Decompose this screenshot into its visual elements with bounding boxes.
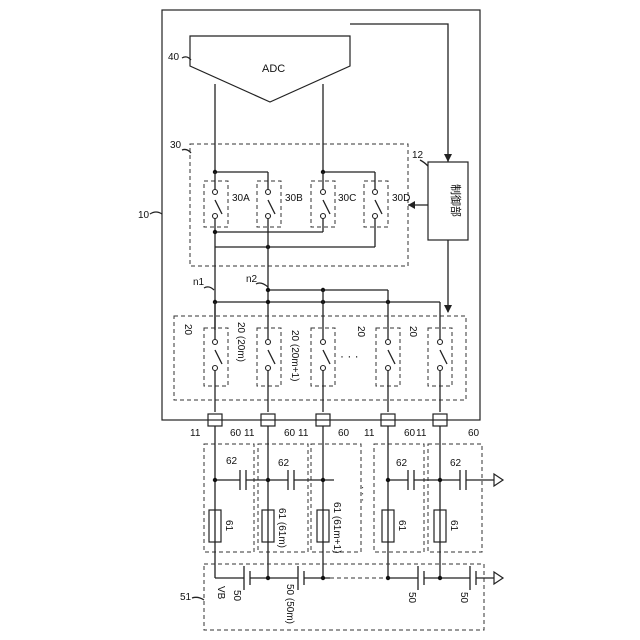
device-ref-label: 10 xyxy=(138,210,150,221)
cap-ref-label: 62 xyxy=(278,458,290,469)
switch-30d: 30D xyxy=(364,172,410,247)
battery-label: 50 xyxy=(231,590,242,602)
controller-ref-leader xyxy=(420,160,428,166)
junction xyxy=(266,288,270,292)
terminal-ref-label: 11 xyxy=(244,428,255,439)
resistor-label: 61 xyxy=(396,520,407,532)
resistor-label: 61 (61m) xyxy=(276,508,287,548)
capacitor xyxy=(408,470,414,490)
junction xyxy=(266,478,270,482)
switch-20-3 xyxy=(311,290,335,412)
switch-group-20 xyxy=(174,316,466,400)
capacitor xyxy=(288,470,294,490)
module-ref-label: 60 xyxy=(284,428,296,439)
controller-ref-label: 12 xyxy=(412,150,424,161)
switch-20-1 xyxy=(204,302,228,412)
junction xyxy=(266,300,270,304)
switch-20-5-label: 20 xyxy=(407,326,418,338)
switch-30a: 30A xyxy=(204,172,250,247)
adc-label: ADC xyxy=(262,63,285,75)
battery-group-51 xyxy=(204,564,484,630)
battery-label: 50 xyxy=(458,592,469,604)
junction xyxy=(386,576,390,580)
device-ref-leader xyxy=(150,212,162,214)
switch-30b-label: 30B xyxy=(285,193,303,204)
ground-arrow xyxy=(494,474,503,486)
node-n1-leader xyxy=(204,287,214,290)
switch-30a-label: 30A xyxy=(232,193,250,204)
controller-block xyxy=(428,162,468,240)
module-ref-label: 60 xyxy=(338,428,350,439)
switch-group-30 xyxy=(190,144,408,266)
switch-20-2 xyxy=(257,328,281,412)
battery-group-ref-leader xyxy=(192,597,204,600)
switch-20-5 xyxy=(428,302,452,412)
terminal-ref-label: 11 xyxy=(190,428,201,439)
adc-control-line xyxy=(350,24,448,162)
module-ref-label: 60 xyxy=(230,428,242,439)
battery-group-ref-label: 51 xyxy=(180,592,192,603)
switch-20-2-label: 20 (20m) xyxy=(235,322,246,362)
junction xyxy=(386,478,390,482)
junction xyxy=(438,478,442,482)
controller-label: 制御部 xyxy=(449,184,463,217)
terminal-ref-label: 11 xyxy=(298,428,309,439)
resistor-label: 61 xyxy=(448,520,459,532)
switch-30d-label: 30D xyxy=(392,193,410,204)
terminal-ref-label: 11 xyxy=(416,428,427,439)
junction xyxy=(321,576,325,580)
ground-arrow xyxy=(494,572,503,584)
battery-cell xyxy=(298,566,304,590)
adc-control-arrow xyxy=(444,154,452,162)
switch-group-ref-label: 30 xyxy=(170,140,182,151)
adc-ref-label: 40 xyxy=(168,52,180,63)
cap-ref-label: 62 xyxy=(226,456,238,467)
resistor-label: 61 xyxy=(223,520,234,532)
junction xyxy=(213,478,217,482)
battery-cell xyxy=(244,566,250,590)
battery-label: 50 (50m) xyxy=(284,584,295,624)
terminal-ref-label: 11 xyxy=(364,428,375,439)
capacitor xyxy=(240,470,246,490)
ellipsis-lower: · · · xyxy=(357,486,368,502)
junction xyxy=(213,230,217,234)
junction xyxy=(438,576,442,580)
battery-cell xyxy=(418,566,424,590)
switch-20-1-label: 20 xyxy=(182,324,193,336)
battery-cell xyxy=(470,566,476,590)
switch-30c-label: 30C xyxy=(338,193,356,204)
switch-20-4 xyxy=(376,290,400,412)
battery-label: 50 xyxy=(406,592,417,604)
module-ref-label: 60 xyxy=(404,428,416,439)
junction xyxy=(266,576,270,580)
module-ref-label: 60 xyxy=(468,428,480,439)
cap-ref-label: 62 xyxy=(450,458,462,469)
capacitor xyxy=(460,470,466,490)
ellipsis-upper: · · · xyxy=(340,349,359,363)
controller-to-20-arrow xyxy=(444,305,452,313)
switch-30b: 30B xyxy=(257,172,303,280)
switch-20-3-label: 20 (20m+1) xyxy=(289,330,300,381)
switch-20-4-label: 20 xyxy=(355,326,366,338)
node-n2-leader xyxy=(256,283,268,287)
resistor-label: 61 (61m+1) xyxy=(331,502,342,553)
vb-label: VB xyxy=(215,586,226,600)
cap-ref-label: 62 xyxy=(396,458,408,469)
node-n1-label: n1 xyxy=(193,277,205,288)
junction xyxy=(321,478,325,482)
